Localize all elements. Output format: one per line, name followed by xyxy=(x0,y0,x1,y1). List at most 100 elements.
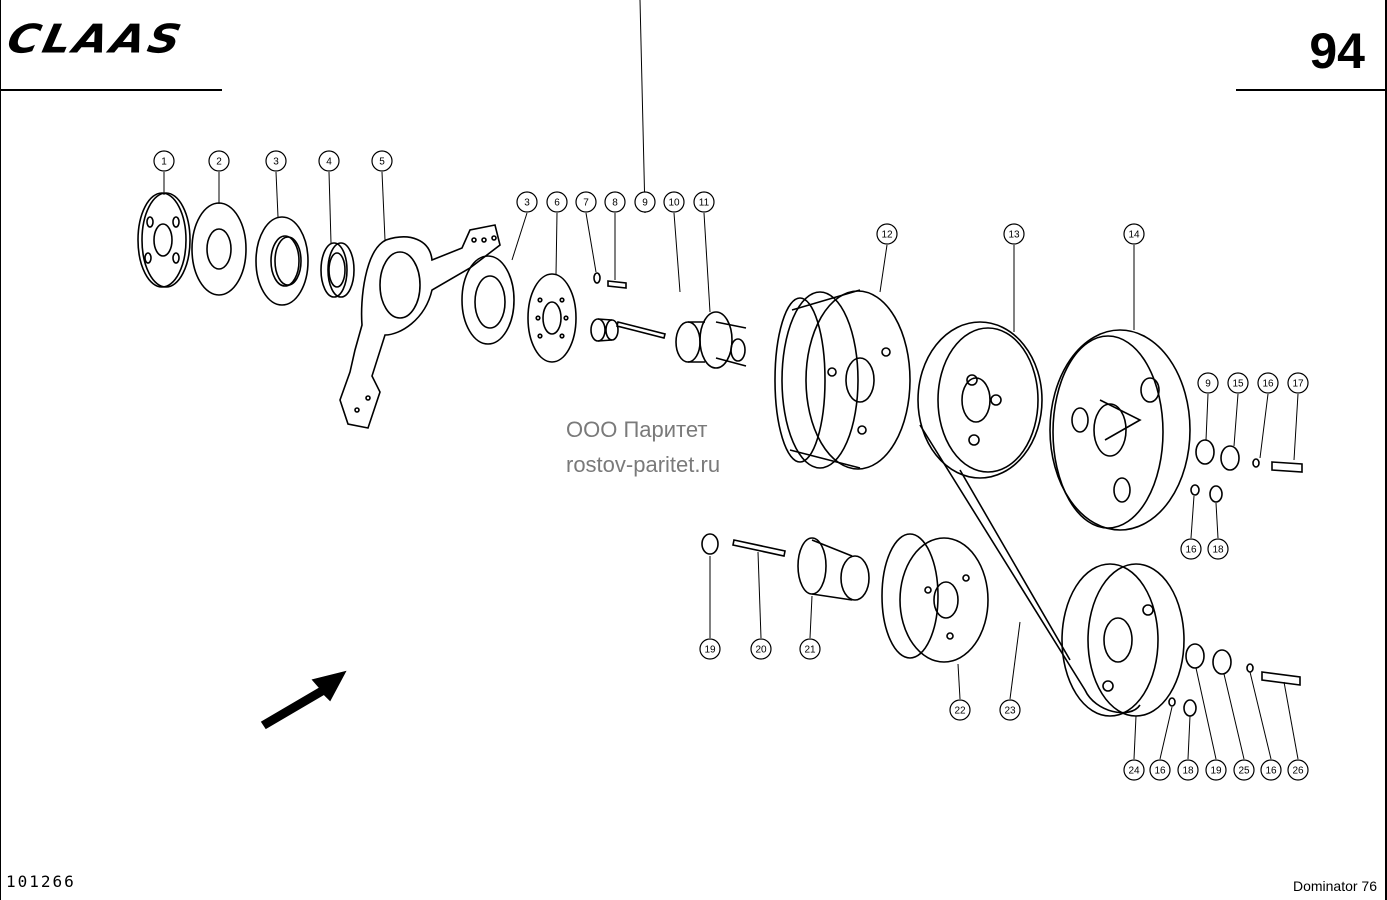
watermark-website: rostov-paritet.ru xyxy=(566,452,721,477)
callout-18: 18 xyxy=(1177,759,1199,781)
callout-circle xyxy=(1227,372,1249,394)
callout-number: 16 xyxy=(1265,766,1277,777)
callout-number: 24 xyxy=(1128,766,1140,777)
callout-12: 12 xyxy=(876,223,898,245)
callout-26: 26 xyxy=(1287,759,1309,781)
callout-19: 19 xyxy=(699,638,721,660)
direction-arrow-icon xyxy=(260,670,347,730)
callout-number: 6 xyxy=(554,198,560,209)
callout-number: 18 xyxy=(1182,766,1194,777)
callout-number: 12 xyxy=(881,230,893,241)
callout-circle xyxy=(371,150,393,172)
callout-19: 19 xyxy=(1205,759,1227,781)
callout-10: 10 xyxy=(663,191,685,213)
callout-circle xyxy=(604,191,626,213)
callout-22: 22 xyxy=(949,699,971,721)
callout-circle xyxy=(1149,759,1171,781)
callout-circle xyxy=(1287,372,1309,394)
callout-5: 5 xyxy=(371,150,393,172)
callout-16: 16 xyxy=(1149,759,1171,781)
callout-circle xyxy=(799,638,821,660)
callout-circle xyxy=(699,638,721,660)
callout-16: 16 xyxy=(1257,372,1279,394)
callout-number: 22 xyxy=(954,706,966,717)
callout-number: 5 xyxy=(379,157,385,168)
callout-number: 18 xyxy=(1212,545,1224,556)
callout-8: 8 xyxy=(604,191,626,213)
callout-number: 3 xyxy=(273,157,279,168)
callout-circle xyxy=(693,191,715,213)
part-pulley-14 xyxy=(1049,329,1191,531)
page-frame-right xyxy=(1385,0,1387,900)
callout-circle xyxy=(999,699,1021,721)
model-name: Dominator 76 xyxy=(1292,878,1377,894)
watermark-company: ООО Паритет xyxy=(566,417,708,442)
callout-circle xyxy=(876,223,898,245)
part-pin-20 xyxy=(732,539,786,557)
callout-number: 9 xyxy=(1205,379,1211,390)
callout-circle xyxy=(663,191,685,213)
callout-number: 20 xyxy=(755,645,767,656)
callout-number: 15 xyxy=(1232,379,1244,390)
callout-number: 16 xyxy=(1154,766,1166,777)
callout-number: 21 xyxy=(804,645,816,656)
callout-circle xyxy=(1257,372,1279,394)
part-bearing-4 xyxy=(320,242,355,298)
callout-circle xyxy=(1123,759,1145,781)
callout-number: 19 xyxy=(704,645,716,656)
callout-circle xyxy=(1123,223,1145,245)
part-hardware-lower-right xyxy=(1168,643,1301,717)
part-hub-11 xyxy=(675,311,747,369)
callout-circle xyxy=(1003,223,1025,245)
callout-circle xyxy=(1197,372,1219,394)
callout-number: 19 xyxy=(1210,766,1222,777)
callout-circle xyxy=(1205,759,1227,781)
callout-number: 26 xyxy=(1292,766,1304,777)
callout-number: 11 xyxy=(699,198,710,209)
callout-3: 3 xyxy=(265,150,287,172)
callout-number: 4 xyxy=(326,157,332,168)
header-rule-left xyxy=(0,89,222,91)
callout-number: 8 xyxy=(612,198,618,209)
part-plate-6 xyxy=(527,273,577,363)
callout-21: 21 xyxy=(799,638,821,660)
callout-number: 25 xyxy=(1238,766,1250,777)
parts-drawing xyxy=(137,192,1303,730)
callout-circle xyxy=(1287,759,1309,781)
callout-13: 13 xyxy=(1003,223,1025,245)
callout-2: 2 xyxy=(208,150,230,172)
callout-23: 23 xyxy=(999,699,1021,721)
callout-circle xyxy=(208,150,230,172)
callout-25: 25 xyxy=(1233,759,1255,781)
callout-circle xyxy=(546,191,568,213)
callout-6: 6 xyxy=(546,191,568,213)
part-hub-21 xyxy=(797,537,870,601)
callout-16: 16 xyxy=(1260,759,1282,781)
document-number: 101266 xyxy=(6,872,76,891)
part-pin-10 xyxy=(616,321,666,339)
callout-number: 2 xyxy=(216,157,222,168)
page-frame-left xyxy=(0,0,1,900)
callout-11: 11 xyxy=(693,191,715,213)
page-number: 94 xyxy=(1309,23,1365,79)
callout-circle xyxy=(1207,538,1229,560)
callout-number: 9 xyxy=(642,198,648,209)
callout-circle xyxy=(265,150,287,172)
part-pulley-12 xyxy=(774,289,911,470)
callout-16: 16 xyxy=(1180,538,1202,560)
callout-number: 16 xyxy=(1262,379,1274,390)
callout-3: 3 xyxy=(516,191,538,213)
part-ring-3b xyxy=(461,255,515,345)
part-bushing-9 xyxy=(590,318,619,342)
callout-circle xyxy=(318,150,340,172)
part-flange-1 xyxy=(137,192,191,288)
callout-17: 17 xyxy=(1287,372,1309,394)
callout-24: 24 xyxy=(1123,759,1145,781)
callout-circle xyxy=(949,699,971,721)
callout-18: 18 xyxy=(1207,538,1229,560)
callout-number: 13 xyxy=(1008,230,1020,241)
part-bracket-arm-5 xyxy=(339,224,501,429)
callout-circle xyxy=(634,191,656,213)
